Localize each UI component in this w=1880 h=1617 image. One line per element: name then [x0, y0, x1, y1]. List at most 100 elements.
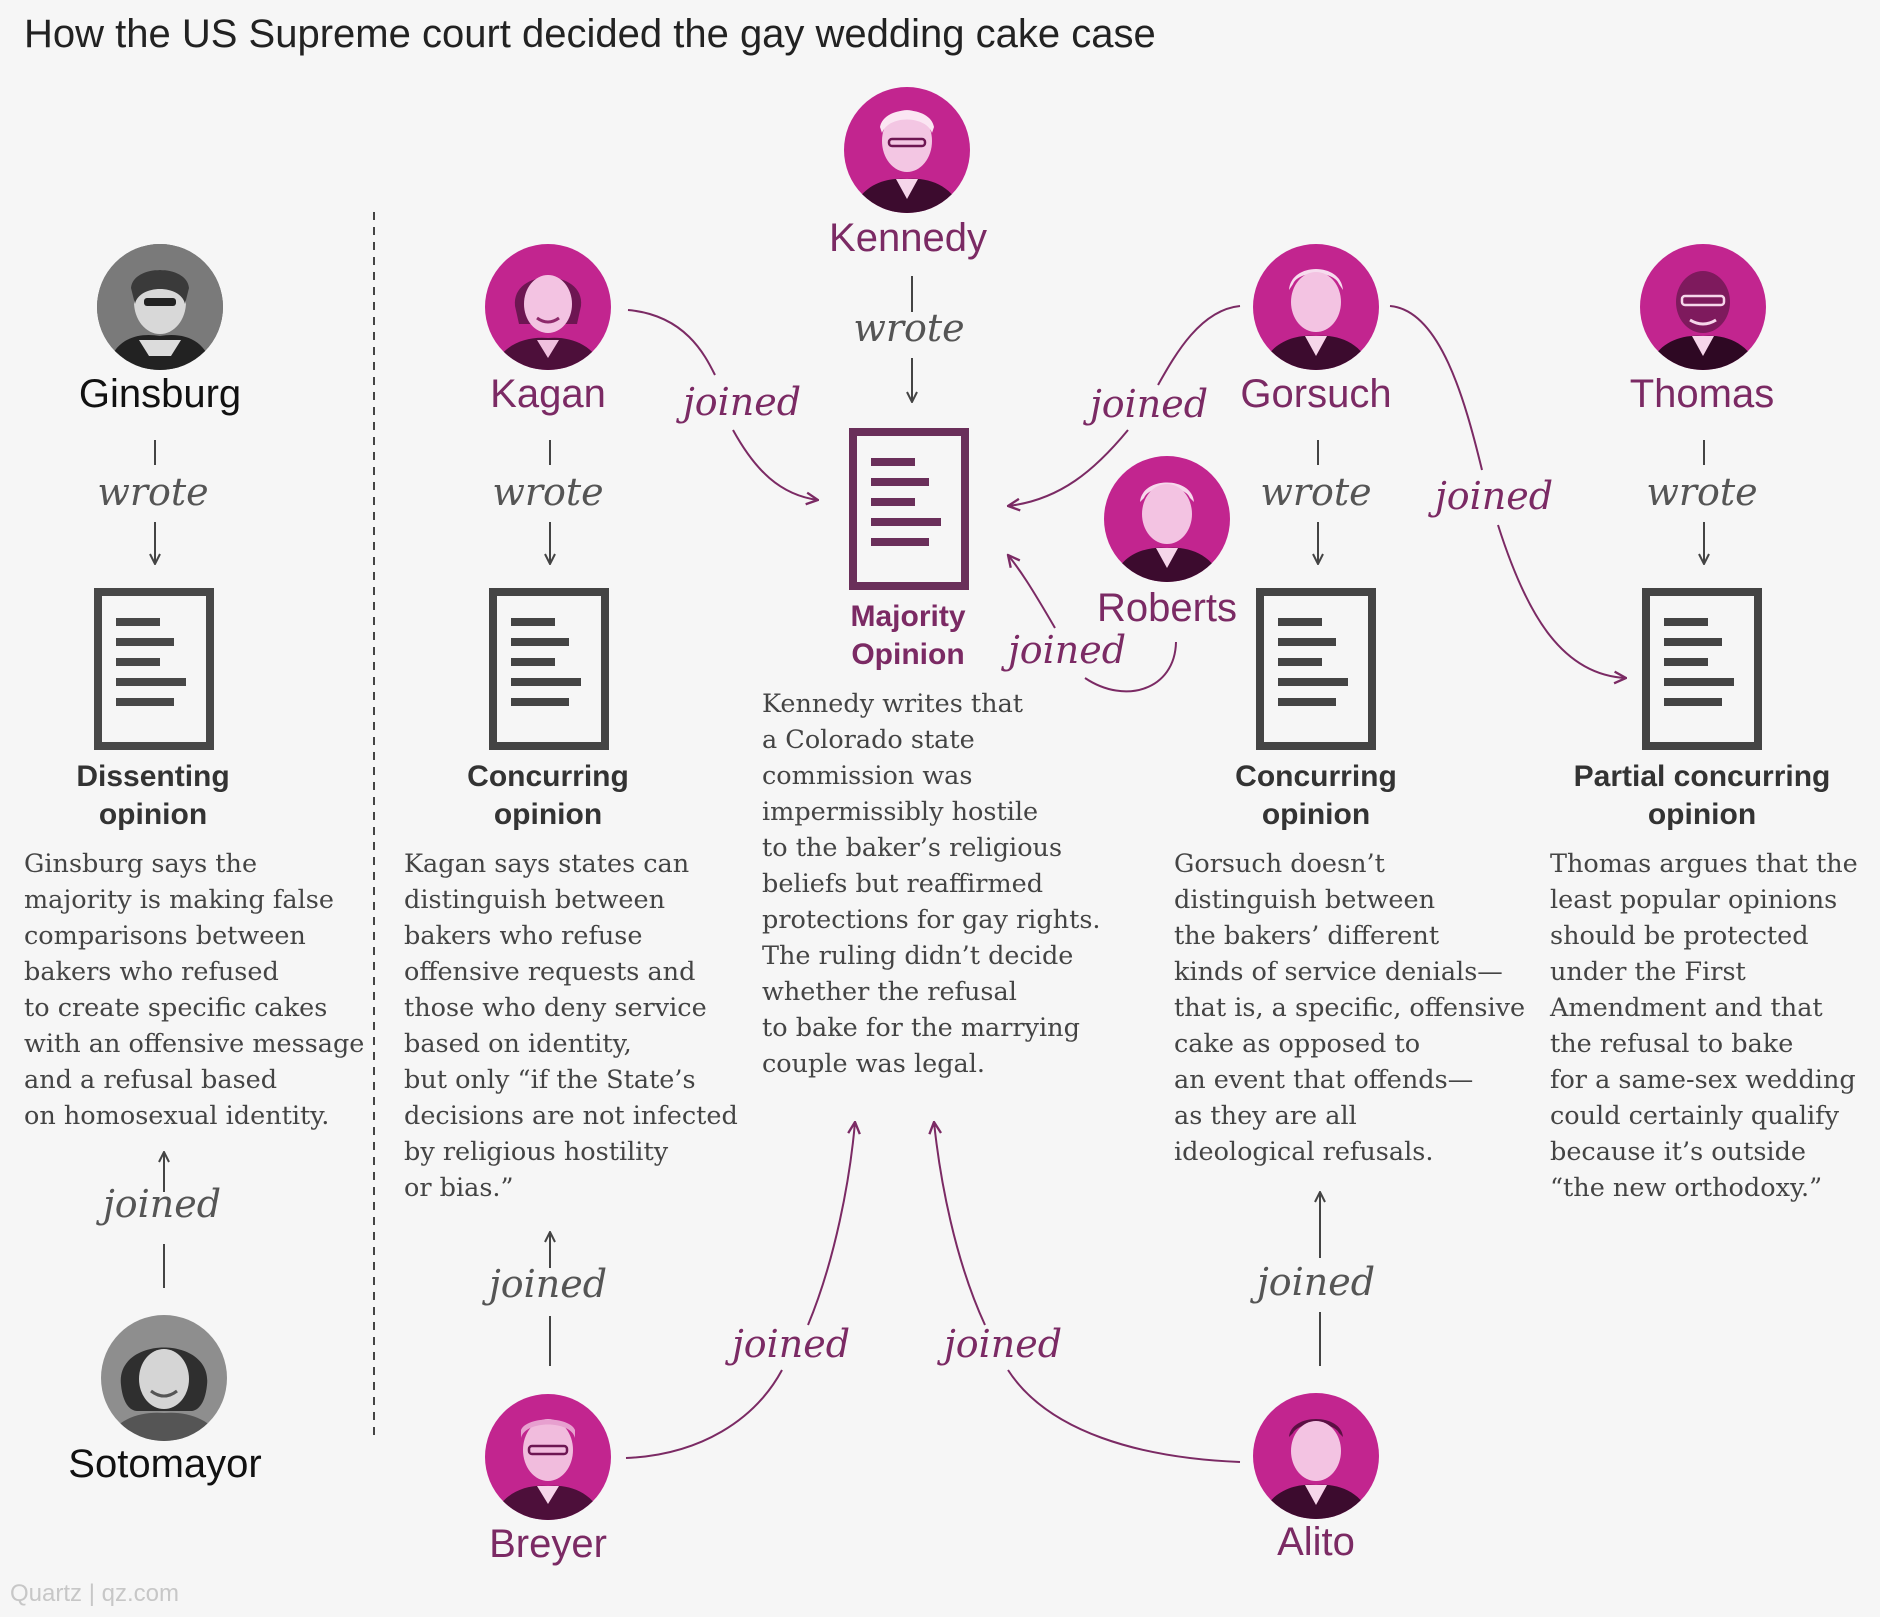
text-line: distinguish between [1174, 885, 1436, 915]
text-line: those who deny service [404, 993, 707, 1023]
thomas-opinion-label: Partial concurring opinion [1574, 758, 1831, 834]
text-line: under the First [1550, 957, 1746, 987]
kagan-label-line2: opinion [493, 798, 603, 831]
text-line: and a refusal based [24, 1065, 278, 1095]
text-line: to the baker’s religious [762, 833, 1063, 863]
text-line: distinguish between [404, 885, 666, 915]
text-line: for a same-sex wedding [1550, 1065, 1856, 1095]
text-line: but only “if the State’s [404, 1065, 696, 1095]
kagan-joined-majority-label: joined [682, 380, 802, 424]
thomas-portrait [1640, 244, 1766, 370]
breyer-joined-majority-label: joined [731, 1322, 851, 1366]
roberts-joined-majority-label: joined [1007, 628, 1127, 672]
dissent-summary: Ginsburg says the majority is making fal… [24, 846, 364, 1134]
majority-document-icon [849, 428, 969, 590]
kagan-summary: Kagan says states can distinguish betwee… [404, 846, 738, 1206]
majority-label-line2: Opinion [851, 638, 965, 671]
gorsuch-joined-thomas-label: joined [1434, 474, 1554, 518]
text-line: based on identity, [404, 1029, 632, 1059]
alito-joined-gorsuch-label: joined [1256, 1260, 1376, 1304]
roberts-name: Roberts [1096, 586, 1238, 630]
kagan-document-icon [489, 588, 609, 750]
thomas-name: Thomas [1629, 372, 1775, 416]
thomas-summary: Thomas argues that the least popular opi… [1550, 846, 1858, 1206]
text-line: a Colorado state [762, 725, 975, 755]
text-line: least popular opinions [1550, 885, 1838, 915]
text-line: The ruling didn’t decide [762, 941, 1074, 971]
text-line: Kagan says states can [404, 849, 690, 879]
text-line: Ginsburg says the [24, 849, 258, 879]
majority-summary: Kennedy writes that a Colorado state com… [762, 686, 1101, 1082]
kagan-wrote-label: wrote [492, 470, 604, 514]
text-line: cake as opposed to [1174, 1029, 1421, 1059]
breyer-portrait [485, 1394, 611, 1520]
sotomayor-name: Sotomayor [68, 1442, 262, 1486]
breyer-name: Breyer [489, 1522, 607, 1566]
text-line: with an offensive message [24, 1029, 365, 1059]
gorsuch-document-icon [1256, 588, 1376, 750]
breyer-joined-kagan-label: joined [488, 1262, 608, 1306]
gorsuch-name: Gorsuch [1240, 372, 1392, 416]
text-line: as they are all [1174, 1101, 1357, 1131]
text-line: bakers who refused [24, 957, 279, 987]
kennedy-portrait [844, 87, 970, 213]
text-line: impermissibly hostile [762, 797, 1039, 827]
text-line: commission was [762, 761, 973, 791]
gorsuch-label-line2: opinion [1261, 798, 1371, 831]
sotomayor-portrait [101, 1315, 227, 1441]
text-line: couple was legal. [762, 1049, 985, 1079]
majority-label-line1: Majority [850, 600, 966, 633]
page-title: How the US Supreme court decided the gay… [24, 12, 1156, 56]
kennedy-name: Kennedy [829, 216, 987, 260]
text-line: or bias.” [404, 1173, 514, 1203]
alito-joined-majority-label: joined [943, 1322, 1063, 1366]
ginsburg-name: Ginsburg [78, 372, 242, 416]
text-line: could certainly qualify [1550, 1101, 1840, 1131]
text-line: the refusal to bake [1550, 1029, 1794, 1059]
thomas-wrote-label: wrote [1646, 470, 1758, 514]
alito-name: Alito [1277, 1520, 1355, 1564]
text-line: protections for gay rights. [762, 905, 1101, 935]
ginsburg-portrait [97, 244, 223, 370]
kagan-name: Kagan [490, 372, 606, 416]
text-line: because it’s outside [1550, 1137, 1806, 1167]
text-line: bakers who refuse [404, 921, 643, 951]
kagan-label-line1: Concurring [467, 760, 629, 793]
text-line: comparisons between [24, 921, 306, 951]
dissent-document-icon [94, 588, 214, 750]
gorsuch-wrote-label: wrote [1260, 470, 1372, 514]
thomas-label-line2: opinion [1647, 798, 1757, 831]
text-line: Thomas argues that the [1550, 849, 1858, 879]
gorsuch-summary: Gorsuch doesn’t distinguish between the … [1174, 846, 1525, 1170]
kagan-portrait [485, 244, 611, 370]
text-line: by religious hostility [404, 1137, 669, 1167]
text-line: beliefs but reaffirmed [762, 869, 1044, 899]
majority-opinion-label: Majority Opinion [850, 598, 965, 674]
gorsuch-label-line1: Concurring [1235, 760, 1397, 793]
ginsburg-wrote-label: wrote [97, 470, 209, 514]
text-line: to bake for the marrying [762, 1013, 1080, 1043]
text-line: “the new orthodoxy.” [1550, 1173, 1823, 1203]
dissent-label: Dissenting opinion [76, 758, 229, 834]
kennedy-wrote-label: wrote [853, 306, 965, 350]
gorsuch-joined-majority-label: joined [1089, 382, 1209, 426]
text-line: offensive requests and [404, 957, 696, 987]
text-line: Amendment and that [1550, 993, 1823, 1023]
dissent-label-line1: Dissenting [76, 760, 230, 793]
text-line: to create specific cakes [24, 993, 328, 1023]
roberts-portrait [1104, 456, 1230, 582]
thomas-label-line1: Partial concurring [1573, 760, 1831, 793]
source-credit: Quartz | qz.com [10, 1580, 179, 1607]
text-line: majority is making false [24, 885, 334, 915]
text-line: on homosexual identity. [24, 1101, 330, 1131]
sotomayor-joined-label: joined [102, 1182, 222, 1226]
text-line: whether the refusal [762, 977, 1017, 1007]
gorsuch-portrait [1253, 244, 1379, 370]
gorsuch-opinion-label: Concurring opinion [1235, 758, 1397, 834]
text-line: kinds of service denials— [1174, 957, 1503, 987]
text-line: Kennedy writes that [762, 689, 1024, 719]
text-line: should be protected [1550, 921, 1809, 951]
text-line: decisions are not infected [404, 1101, 738, 1131]
text-line: that is, a specific, offensive [1174, 993, 1526, 1023]
